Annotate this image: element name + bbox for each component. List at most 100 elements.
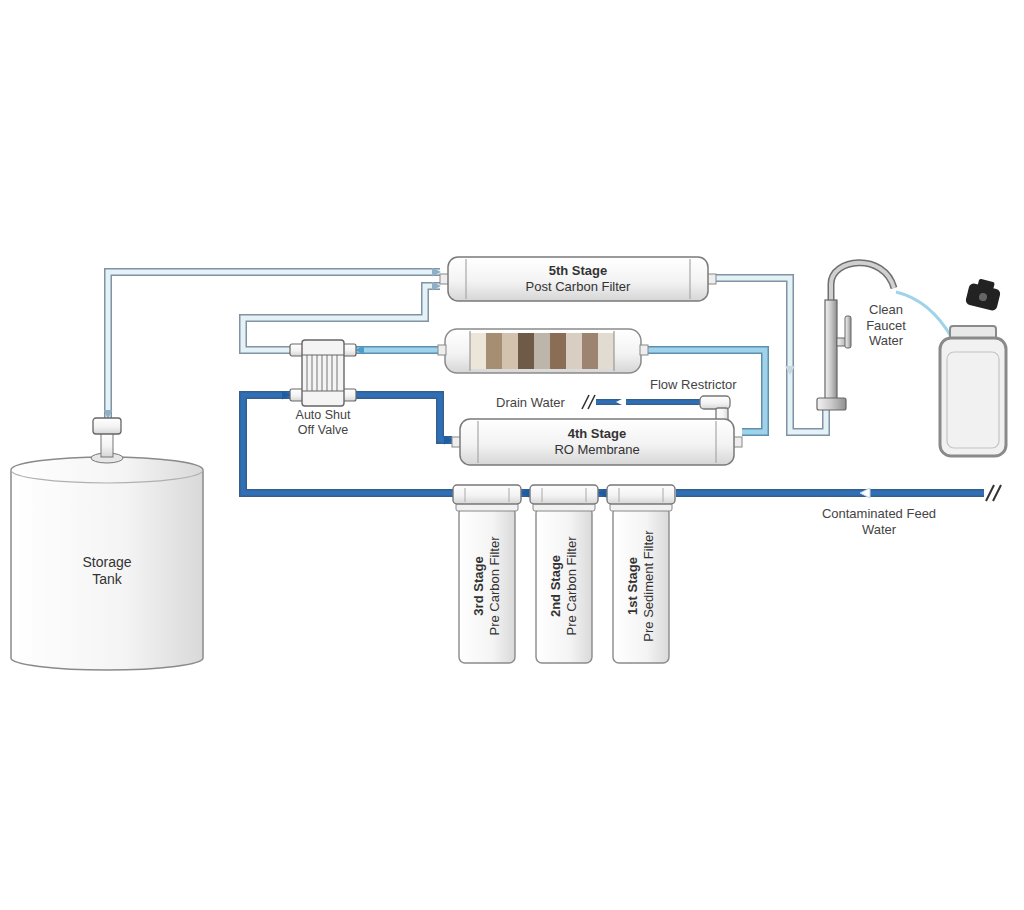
pre-carbon-filter: 3rd StagePre Carbon Filter bbox=[453, 485, 521, 665]
faucet-pipe bbox=[785, 366, 795, 375]
filter-housing bbox=[613, 507, 669, 663]
ro-membrane: 4th StageRO Membrane bbox=[452, 418, 742, 466]
water-pipe bbox=[598, 491, 607, 496]
valve-rib bbox=[316, 355, 317, 391]
mineral-cartridge bbox=[534, 333, 550, 369]
component-label: Pre Sediment Filter bbox=[641, 511, 657, 661]
stage-heading: 4th Stage bbox=[554, 426, 639, 442]
filter-cap bbox=[530, 485, 598, 504]
valve-body bbox=[302, 340, 344, 406]
faucet bbox=[831, 263, 894, 302]
text-group: 3rd StagePre Carbon Filter bbox=[471, 511, 502, 661]
pipe-casing bbox=[243, 395, 453, 493]
storage-tank-shape bbox=[8, 418, 206, 672]
faucet bbox=[817, 398, 846, 410]
flow-label: Drain Water bbox=[494, 395, 567, 411]
auto-shut-off-valve: Auto Shut Off Valve bbox=[290, 340, 356, 438]
valve-rib bbox=[321, 355, 322, 391]
mineral-cartridge bbox=[640, 345, 648, 355]
mineral-cartridge bbox=[550, 333, 566, 369]
filter-cap bbox=[619, 488, 663, 502]
mineral-cartridge bbox=[445, 329, 641, 373]
pre-carbon-filter: 2nd StagePre Carbon Filter bbox=[530, 485, 598, 665]
tank-valve bbox=[101, 433, 113, 457]
component-label: Storage Tank bbox=[74, 554, 140, 588]
mineral-cartridge bbox=[438, 345, 446, 355]
water-pipe bbox=[356, 395, 452, 440]
stage-heading: 5th Stage bbox=[526, 263, 631, 279]
valve-rib bbox=[331, 355, 332, 391]
feed-pipe bbox=[676, 489, 984, 497]
faucet-pipe bbox=[716, 278, 826, 432]
component-label: Auto Shut Off Valve bbox=[290, 408, 356, 438]
storage-tank: Storage Tank bbox=[8, 418, 206, 672]
drain-pipe bbox=[582, 395, 595, 409]
water-bottle bbox=[977, 279, 994, 291]
component-label: Pre Carbon Filter bbox=[564, 511, 580, 661]
text-group: Auto Shut Off Valve bbox=[290, 408, 356, 438]
text-group: 5th StagePost Carbon Filter bbox=[526, 263, 631, 294]
text-group: 4th StageRO Membrane bbox=[554, 426, 639, 457]
flow-label: Flow Restrictor bbox=[648, 377, 739, 393]
water-bottle bbox=[947, 352, 999, 448]
water-bottle bbox=[978, 292, 988, 302]
drain-pipe bbox=[616, 397, 626, 407]
valve-rib bbox=[311, 355, 312, 391]
pipe-casing bbox=[521, 489, 530, 497]
mineral-cartridge bbox=[470, 333, 486, 369]
water-pipe bbox=[521, 491, 530, 496]
cartridge-body bbox=[448, 257, 708, 301]
valve-rib bbox=[306, 355, 307, 391]
faucet bbox=[831, 263, 894, 302]
water-pipe bbox=[108, 272, 440, 418]
flow-label: Contaminated Feed Water bbox=[818, 506, 940, 537]
text-group: 1st StagePre Sediment Filter bbox=[625, 511, 656, 661]
mineral-cartridge bbox=[582, 333, 598, 369]
mineral-cartridge bbox=[486, 333, 502, 369]
faucet bbox=[845, 316, 851, 348]
feed-pipe bbox=[986, 485, 1001, 501]
component-label: RO Membrane bbox=[554, 442, 639, 458]
flow-restrictor bbox=[700, 396, 730, 422]
feed-pipe bbox=[676, 485, 1001, 501]
auto-shut-off-valve-shape bbox=[290, 340, 356, 406]
water-pipe bbox=[243, 395, 453, 493]
water-bottle bbox=[965, 277, 1003, 312]
drain-pipe bbox=[596, 399, 716, 405]
valve-body bbox=[302, 355, 344, 391]
mineral-cartridge bbox=[470, 331, 614, 371]
stage-heading: 1st Stage bbox=[625, 511, 641, 661]
drain-pipe bbox=[596, 400, 716, 404]
pipe-casing bbox=[598, 489, 607, 497]
pipe-casing bbox=[356, 395, 452, 440]
stage-heading: 3rd Stage bbox=[471, 511, 487, 661]
end-cap bbox=[478, 421, 716, 463]
filter-housing bbox=[459, 507, 515, 663]
valve-rib bbox=[336, 355, 337, 391]
drain-pipe bbox=[582, 395, 716, 409]
end-cap bbox=[466, 259, 690, 299]
water-bottle bbox=[940, 277, 1006, 456]
filter-housing bbox=[536, 507, 592, 663]
mineral-cartridge bbox=[518, 333, 534, 369]
feed-pipe bbox=[860, 488, 870, 498]
mineral-cartridge bbox=[502, 333, 518, 369]
mineral-cartridge bbox=[598, 333, 614, 369]
flow-label: Clean Faucet Water bbox=[858, 302, 914, 349]
cartridge-body bbox=[460, 419, 734, 465]
flow-restrictor bbox=[700, 396, 730, 409]
stage-heading: 2nd Stage bbox=[548, 511, 564, 661]
filter-cap bbox=[607, 485, 675, 504]
tank-top bbox=[11, 470, 203, 483]
component-label: Pre Carbon Filter bbox=[487, 511, 503, 661]
component-label: Post Carbon Filter bbox=[526, 279, 631, 295]
faucet-pipe bbox=[716, 278, 826, 432]
filter-cap bbox=[542, 488, 586, 502]
post-carbon-filter: 5th StagePost Carbon Filter bbox=[440, 256, 716, 302]
tank-valve bbox=[93, 418, 121, 434]
faucet-pipe bbox=[716, 278, 826, 432]
water-bottle bbox=[940, 338, 1006, 456]
filter-cap bbox=[453, 485, 521, 504]
filter-cap bbox=[465, 488, 509, 502]
tank-body bbox=[11, 457, 203, 670]
